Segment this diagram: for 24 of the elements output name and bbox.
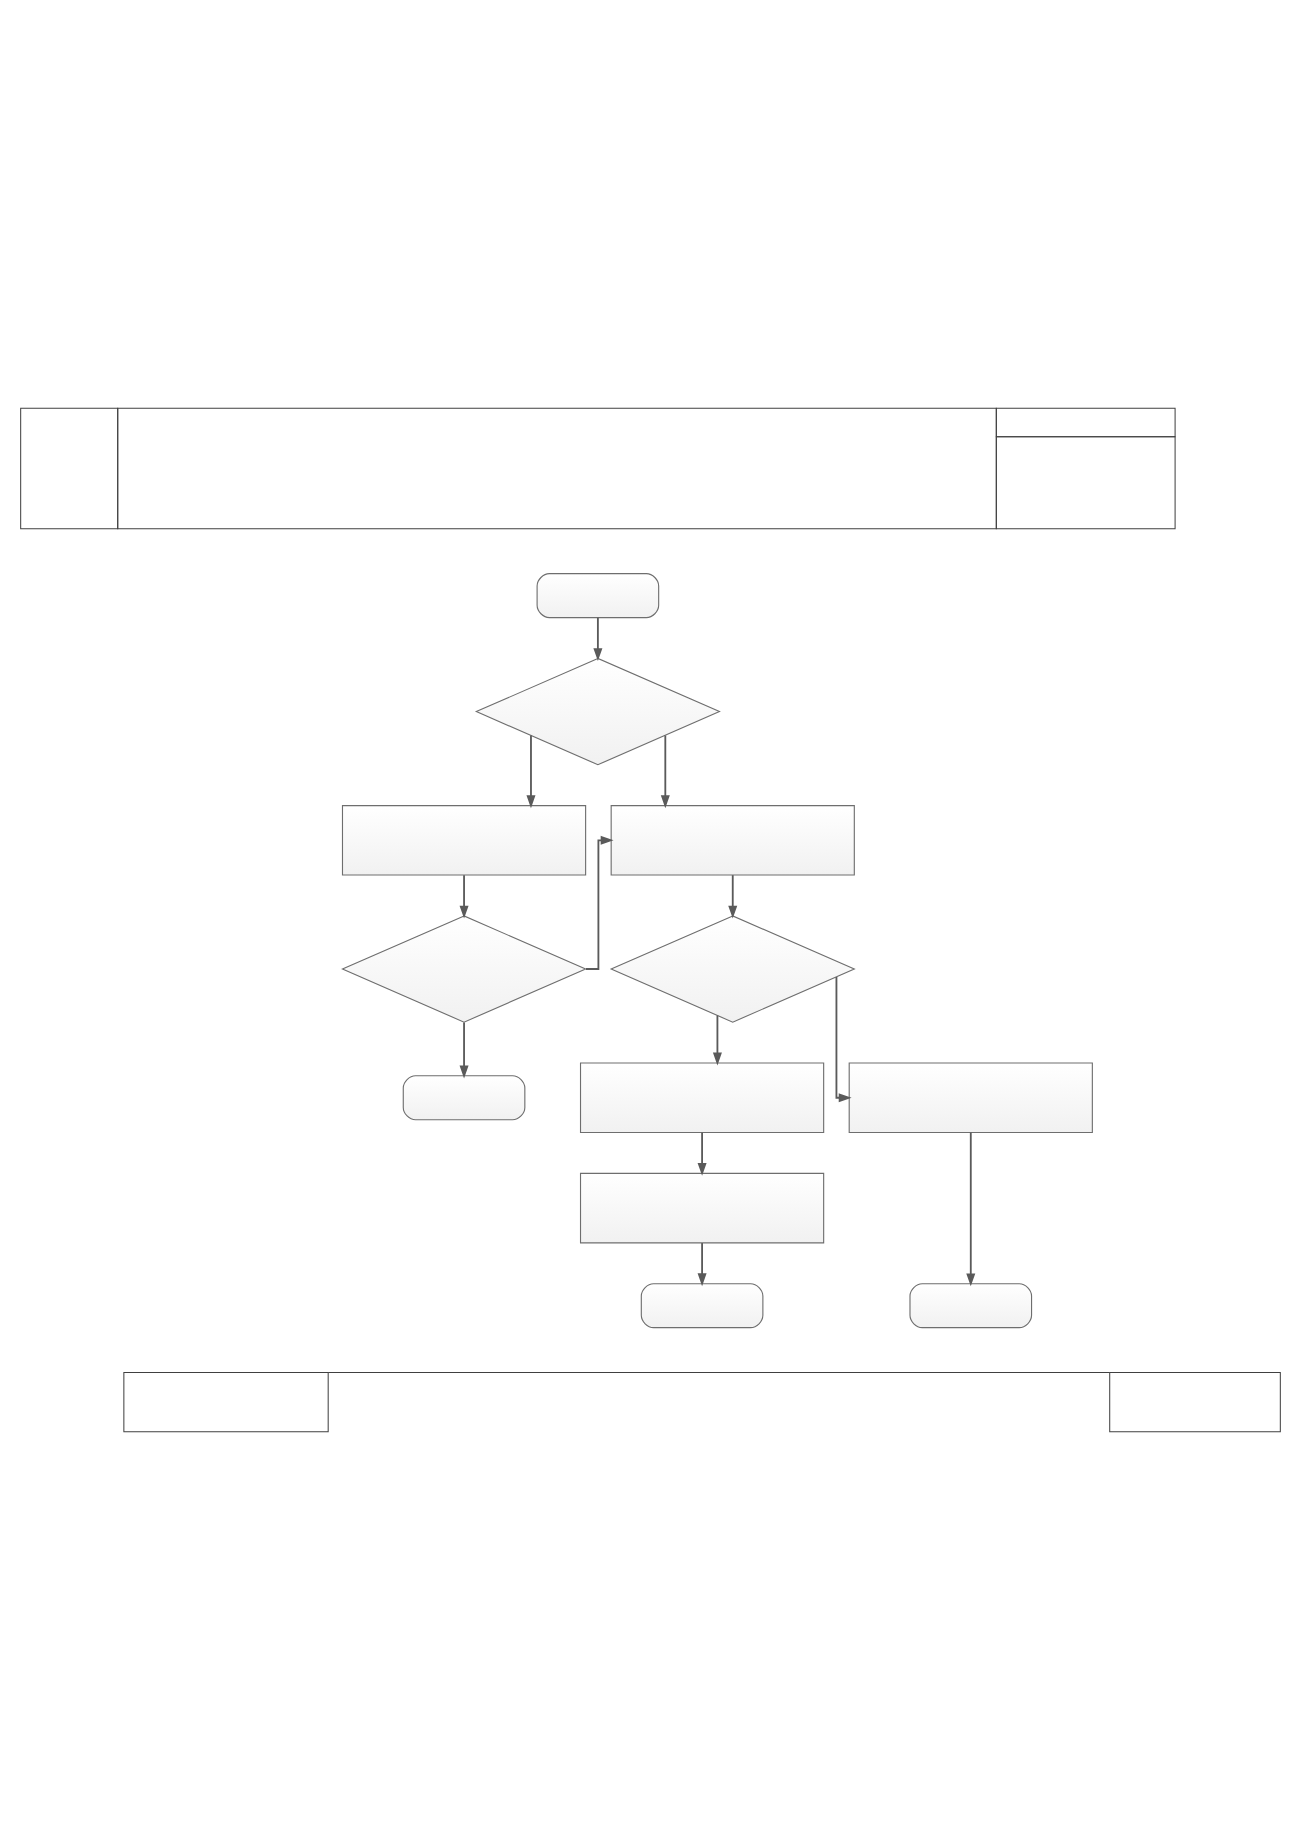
node-box: [610, 805, 855, 876]
node-oval: [909, 1283, 1033, 1329]
node-diamond: [341, 915, 588, 1023]
arrow: [835, 976, 852, 1103]
node-box: [848, 1062, 1093, 1134]
arrow: [966, 1131, 976, 1287]
arrow: [585, 835, 614, 970]
node-oval: [402, 1075, 526, 1121]
node-oval: [640, 1283, 764, 1329]
arrow: [593, 616, 603, 662]
node-oval: [536, 573, 660, 619]
arrow: [459, 1021, 469, 1079]
node-box: [579, 1062, 825, 1134]
arrow: [712, 1014, 722, 1066]
arrow: [459, 874, 469, 919]
arrow: [697, 1242, 707, 1287]
arrow: [728, 874, 738, 919]
arrow: [526, 734, 536, 809]
node-box: [579, 1172, 825, 1244]
node-box: [341, 805, 587, 876]
node-diamond: [474, 657, 721, 766]
arrow: [660, 734, 670, 809]
arrow: [697, 1131, 707, 1176]
node-diamond: [609, 915, 856, 1023]
